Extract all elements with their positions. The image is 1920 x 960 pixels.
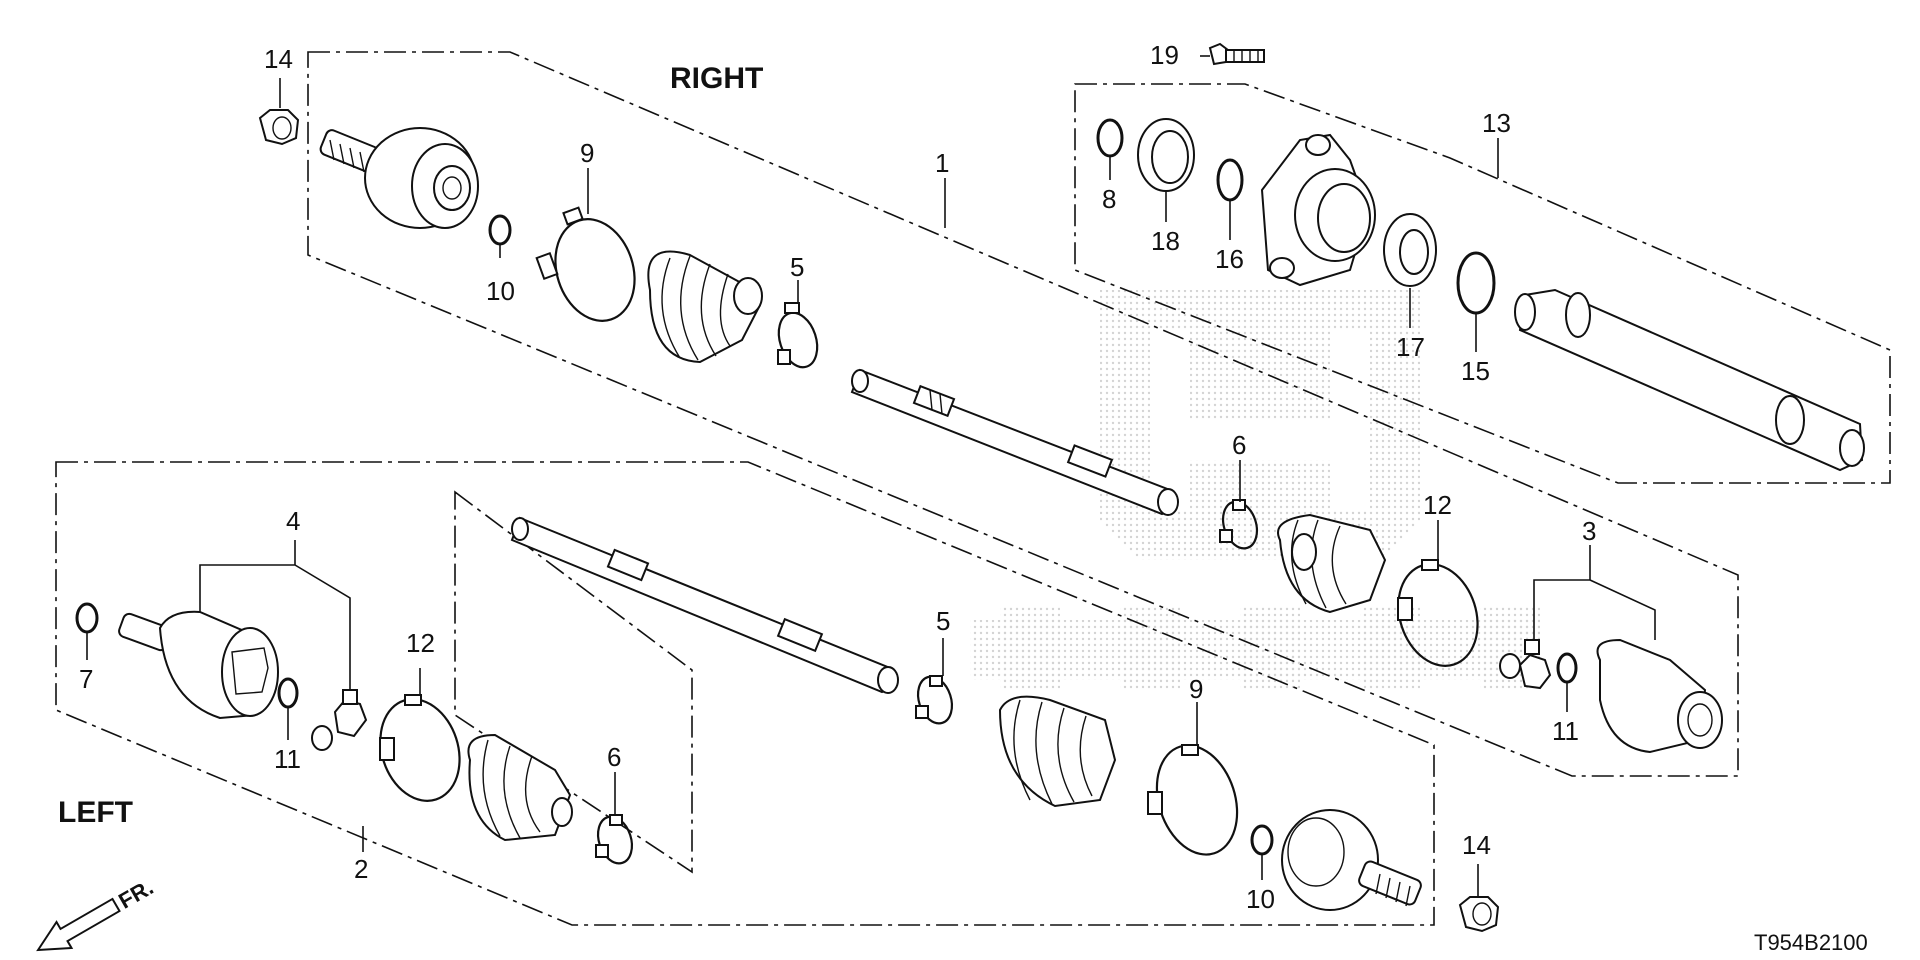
right-tripod-joint-3 [1499,638,1723,754]
left-boot-band-12 [379,694,461,802]
right-circlip-11 [1556,652,1578,684]
callout-4: 4 [286,506,300,536]
right-shaft-1 [850,368,1179,516]
right-boot-band-9 [535,206,636,322]
callout-8: 8 [1102,184,1116,214]
callout-6-left: 6 [607,742,621,772]
callout-18: 18 [1151,226,1180,256]
left-circlip-11 [277,677,299,709]
circlip-15 [1456,251,1496,315]
callout-6-right: 6 [1232,430,1246,460]
callout-5-left: 5 [936,606,950,636]
group-outlines [55,51,1891,926]
right-circlip-10 [488,214,512,246]
right-boot [647,250,763,364]
callout-10-right: 10 [486,276,515,306]
callout-13: 13 [1482,108,1511,138]
honda-watermark-logo [970,290,1540,690]
callout-12-right: 12 [1423,490,1452,520]
callout-5-right: 5 [790,252,804,282]
callout-9-left: 9 [1189,674,1203,704]
callout-11-left: 11 [274,744,301,774]
callout-12-left: 12 [406,628,435,658]
front-direction-arrow: FR. [36,874,158,952]
callout-numbers: 1 2 3 4 5 5 6 6 7 8 9 9 10 10 11 11 12 1… [79,40,1596,914]
left-boot-band-5 [915,675,954,725]
left-side-label: LEFT [58,796,133,829]
right-boot-band-12 [1397,559,1479,667]
right-side-label: RIGHT [670,62,763,95]
callout-1: 1 [935,148,949,178]
seal-18 [1137,118,1195,192]
callout-3: 3 [1582,516,1596,546]
intermediate-shaft [1514,288,1865,472]
left-boot-band-9 [1147,744,1239,856]
callout-14-right: 14 [264,44,293,74]
right-boot-band-6 [1219,499,1259,550]
callout-15: 15 [1461,356,1490,386]
right-shaft-outline [307,51,1739,777]
left-shaft-2 [510,516,899,694]
left-inner-boot [467,733,573,842]
left-inner-outline [454,490,693,874]
intermediate-shaft-outline [1074,83,1891,484]
left-circlip-7 [75,602,99,634]
left-tripod [311,689,368,751]
callout-2: 2 [354,854,368,884]
right-inner-boot [1277,513,1387,614]
callout-17: 17 [1396,332,1425,362]
right-boot-band-5 [777,302,819,369]
left-outer-boot [998,695,1117,808]
bolt-19 [1208,42,1265,66]
right-outer-cv-joint [319,127,479,229]
callout-9-right: 9 [580,138,594,168]
callout-11-right: 11 [1552,716,1579,746]
front-arrow-label: FR. [114,874,157,913]
left-nut-14 [1458,896,1500,933]
circlip-8 [1096,118,1124,158]
bearing-support-13 [1260,133,1376,287]
callout-14-left: 14 [1462,830,1491,860]
left-outer-cv-joint [1281,809,1422,911]
callout-19: 19 [1150,40,1179,70]
right-nut-14 [258,109,300,146]
diagram-code: T954B2100 [1754,930,1868,955]
leader-lines [86,55,1656,897]
left-shaft-outline [55,461,1435,926]
bearing-17 [1383,213,1437,287]
circlip-16 [1216,158,1244,202]
left-circlip-10 [1250,824,1274,856]
callout-16: 16 [1215,244,1244,274]
left-boot-band-6 [595,814,634,865]
callout-10-left: 10 [1246,884,1275,914]
left-inboard-joint-4 [118,610,279,720]
callout-7: 7 [79,664,93,694]
